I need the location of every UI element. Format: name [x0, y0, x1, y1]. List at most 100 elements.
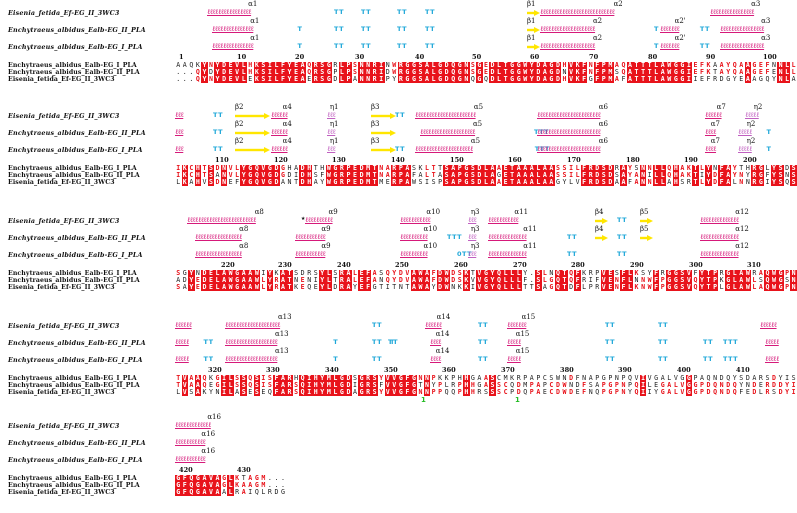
helix-icon: ℓℓℓℓℓℓ [271, 111, 288, 119]
turn-icon: TT [605, 355, 615, 363]
helix-icon: ℓℓℓℓℓℓℓℓℓℓℓ [400, 216, 430, 224]
helix-icon: ℓℓℓℓℓℓℓℓℓℓℓℓℓℓℓℓℓℓℓℓ [420, 128, 475, 136]
helix-icon: ℓℓℓℓℓℓℓℓℓℓℓℓℓℓℓ [212, 25, 253, 33]
helix-icon: ℓℓℓℓℓℓℓℓℓℓℓ [175, 438, 205, 446]
turn-icon: TT [334, 42, 344, 50]
helix-icon: ℓℓℓℓ [705, 145, 716, 153]
ruler-tick: 220 [221, 261, 235, 269]
secondary-structure-name: α10 [426, 208, 440, 216]
secondary-structure-name: α12 [735, 225, 749, 233]
helix-icon: ℓℓℓℓℓℓℓℓℓℓℓℓℓℓℓℓℓℓℓℓ [540, 25, 595, 33]
turn-icon: TT [425, 42, 435, 50]
helix-icon: ℓℓℓℓℓℓℓℓℓℓℓℓℓℓℓ [212, 42, 253, 50]
helix-icon: ℓℓℓ [327, 128, 335, 136]
structure-track-label: Enchytraeus_albidus_Ealb-EG_I_PLA [8, 146, 143, 154]
structure-track-label: Enchytraeus_albidus_Ealb-EG_II_PLA [8, 26, 146, 34]
turn-icon: T [654, 42, 659, 50]
structure-track-label: Enchytraeus_albidus_Ealb-EG_II_PLA [8, 129, 146, 137]
secondary-structure-name: β1 [527, 17, 536, 25]
ruler-tick: 410 [736, 366, 750, 374]
helix-icon: ℓℓℓℓℓℓℓ [507, 321, 526, 329]
sequence-name: Enchytraeus_albidus_Ealb-EG_I_PLA [8, 475, 137, 482]
helix-icon: ℓℓℓ [468, 216, 476, 224]
turn-icon: T [767, 145, 772, 153]
ruler-tick: 270 [513, 261, 527, 269]
secondary-structure-name: α13 [278, 313, 292, 321]
secondary-structure-name: α10 [423, 242, 437, 250]
ruler-tick: 320 [208, 366, 222, 374]
helix-icon: ℓℓℓℓℓℓℓℓℓℓℓℓℓℓℓℓℓℓℓ [225, 355, 277, 363]
turn-icon: T [333, 355, 338, 363]
turn-icon: TT [617, 233, 627, 241]
secondary-structure-name: η1 [330, 103, 339, 111]
helix-icon: ℓℓℓ [175, 111, 183, 119]
secondary-structure-name: β4 [595, 208, 604, 216]
sequence-name: Enchytraeus_albidus_Ealb-EG_II_PLA [8, 277, 140, 284]
ruler-tick: 110 [215, 156, 229, 164]
helix-icon: ℓℓℓℓℓℓℓℓℓℓℓ [175, 455, 205, 463]
secondary-structure-name: α11 [523, 242, 537, 250]
secondary-structure-name: α15 [516, 330, 530, 338]
helix-icon: ℓℓℓℓℓℓℓℓℓℓℓℓℓℓ [488, 250, 527, 258]
secondary-structure-name: β2 [235, 120, 244, 128]
helix-icon: ℓℓℓℓℓℓℓℓℓℓℓℓℓℓℓℓℓℓℓℓ [540, 42, 595, 50]
turn-icon: TT [617, 250, 627, 258]
structure-track-label: Enchytraeus_albidus_Ealb-EG_II_PLA [8, 339, 146, 347]
turn-icon: TT [213, 111, 223, 119]
sequence-name: Eisenia_fetida_Ef-EG_II_3WC3 [8, 284, 115, 291]
secondary-structure-name: β3 [371, 137, 380, 145]
secondary-structure-name: α11 [523, 225, 537, 233]
ruler-tick: 300 [689, 261, 703, 269]
secondary-structure-name: α16 [207, 413, 221, 421]
secondary-structure-name: α3 [761, 17, 770, 25]
helix-icon: ℓℓℓℓℓℓℓℓℓℓℓ [295, 250, 325, 258]
ruler-tick: 340 [325, 366, 339, 374]
secondary-structure-name: β2 [235, 137, 244, 145]
helix-icon: ℓℓℓℓℓℓℓℓℓℓ [400, 233, 428, 241]
turn-icon: TT [204, 338, 214, 346]
structure-track-label: Enchytraeus_albidus_Ealb-EG_I_PLA [8, 356, 143, 364]
helix-icon: ℓℓℓℓℓℓ [425, 321, 442, 329]
secondary-structure-name: α7 [717, 103, 726, 111]
secondary-structure-name: α14 [436, 347, 450, 355]
helix-icon: ℓℓℓℓℓℓℓℓℓℓℓℓℓℓℓℓ [710, 8, 754, 16]
secondary-structure-name: η3 [471, 208, 480, 216]
helix-icon: ℓℓℓℓℓℓℓℓℓℓℓℓℓℓℓℓ [720, 25, 764, 33]
helix-icon: ℓℓℓℓ [430, 338, 441, 346]
helix-icon: ℓℓℓℓℓ [507, 355, 521, 363]
secondary-structure-name: α4 [283, 120, 292, 128]
structure-track-label: Enchytraeus_albidus_Ealb-EG_II_PLA [8, 234, 146, 242]
helix-icon: ℓℓℓ [468, 233, 476, 241]
turn-icon: TTT [723, 355, 738, 363]
structure-track-label: Eisenia_fetida_Ef-EG_II_3WC3 [8, 422, 119, 430]
turn-icon: TT [658, 338, 668, 346]
helix-icon: ℓℓℓℓℓℓ [175, 321, 192, 329]
turn-icon: TT [372, 355, 382, 363]
secondary-structure-name: β3 [371, 120, 380, 128]
structure-track-label: Enchytraeus_albidus_Ealb-EG_I_PLA [8, 251, 143, 259]
ruler-tick: 120 [274, 156, 288, 164]
ruler-tick: 430 [237, 466, 251, 474]
secondary-structure-name: η2 [754, 103, 763, 111]
helix-icon: ℓℓℓℓℓℓℓℓℓℓℓℓℓℓℓℓℓℓℓℓ [225, 321, 280, 329]
turn-icon: T [767, 128, 772, 136]
secondary-structure-name: α9 [328, 208, 337, 216]
helix-icon: ℓℓℓℓℓℓℓℓℓℓℓℓℓℓ [488, 233, 527, 241]
ruler-tick: 280 [571, 261, 585, 269]
secondary-structure-name: α15 [522, 313, 536, 321]
turn-icon: TT [425, 25, 435, 33]
secondary-structure-name: α13 [275, 347, 289, 355]
ruler-tick: 330 [266, 366, 280, 374]
secondary-structure-name: η2 [747, 120, 756, 128]
turn-icon: TT [703, 355, 713, 363]
secondary-structure-name: α9 [321, 242, 330, 250]
turn-icon: TT [397, 8, 407, 16]
secondary-structure-name: α4 [283, 103, 292, 111]
turn-icon: T [333, 338, 338, 346]
turn-icon: T [298, 25, 303, 33]
sequence-name: Eisenia_fetida_Ef-EG_II_3WC3 [8, 489, 115, 496]
helix-icon: ℓℓℓℓℓ [765, 338, 779, 346]
